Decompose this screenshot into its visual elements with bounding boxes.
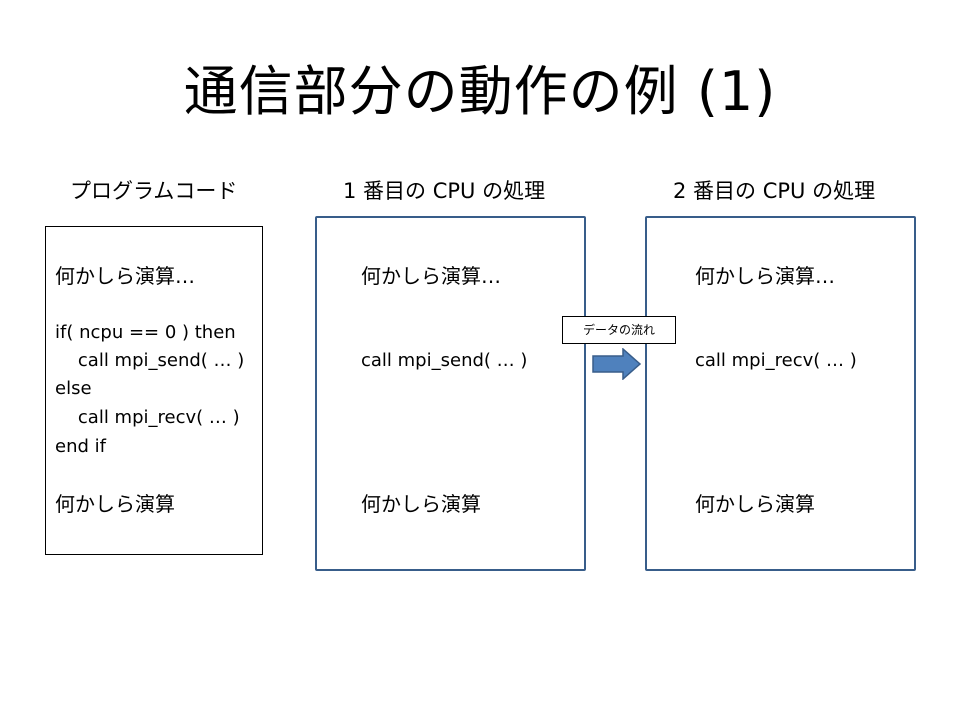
program-send-line: call mpi_send( … ) — [55, 350, 245, 371]
program-code-box — [45, 226, 263, 555]
program-calc-top: 何かしら演算… — [55, 264, 195, 288]
cpu1-calc-top: 何かしら演算… — [361, 264, 501, 288]
cpu2-box — [645, 216, 916, 571]
slide-title: 通信部分の動作の例 (1) — [183, 60, 777, 123]
cpu2-calc-bottom: 何かしら演算 — [695, 492, 815, 516]
cpu1-calc-bottom: 何かしら演算 — [361, 492, 481, 516]
program-endif-line: end if — [55, 436, 106, 457]
program-code-heading: プログラムコード — [70, 179, 238, 203]
program-recv-line: call mpi_recv( … ) — [55, 407, 240, 428]
program-else-line: else — [55, 378, 92, 399]
data-flow-label: データの流れ — [562, 316, 676, 344]
cpu2-calc-top: 何かしら演算… — [695, 264, 835, 288]
cpu2-heading: 2 番目の CPU の処理 — [673, 179, 876, 203]
program-if-line: if( ncpu == 0 ) then — [55, 322, 236, 343]
right-arrow-icon — [592, 348, 642, 380]
cpu2-recv-line: call mpi_recv( … ) — [695, 350, 857, 371]
program-calc-bottom: 何かしら演算 — [55, 492, 175, 516]
cpu1-heading: 1 番目の CPU の処理 — [343, 179, 546, 203]
cpu1-box — [315, 216, 586, 571]
cpu1-send-line: call mpi_send( … ) — [361, 350, 528, 371]
